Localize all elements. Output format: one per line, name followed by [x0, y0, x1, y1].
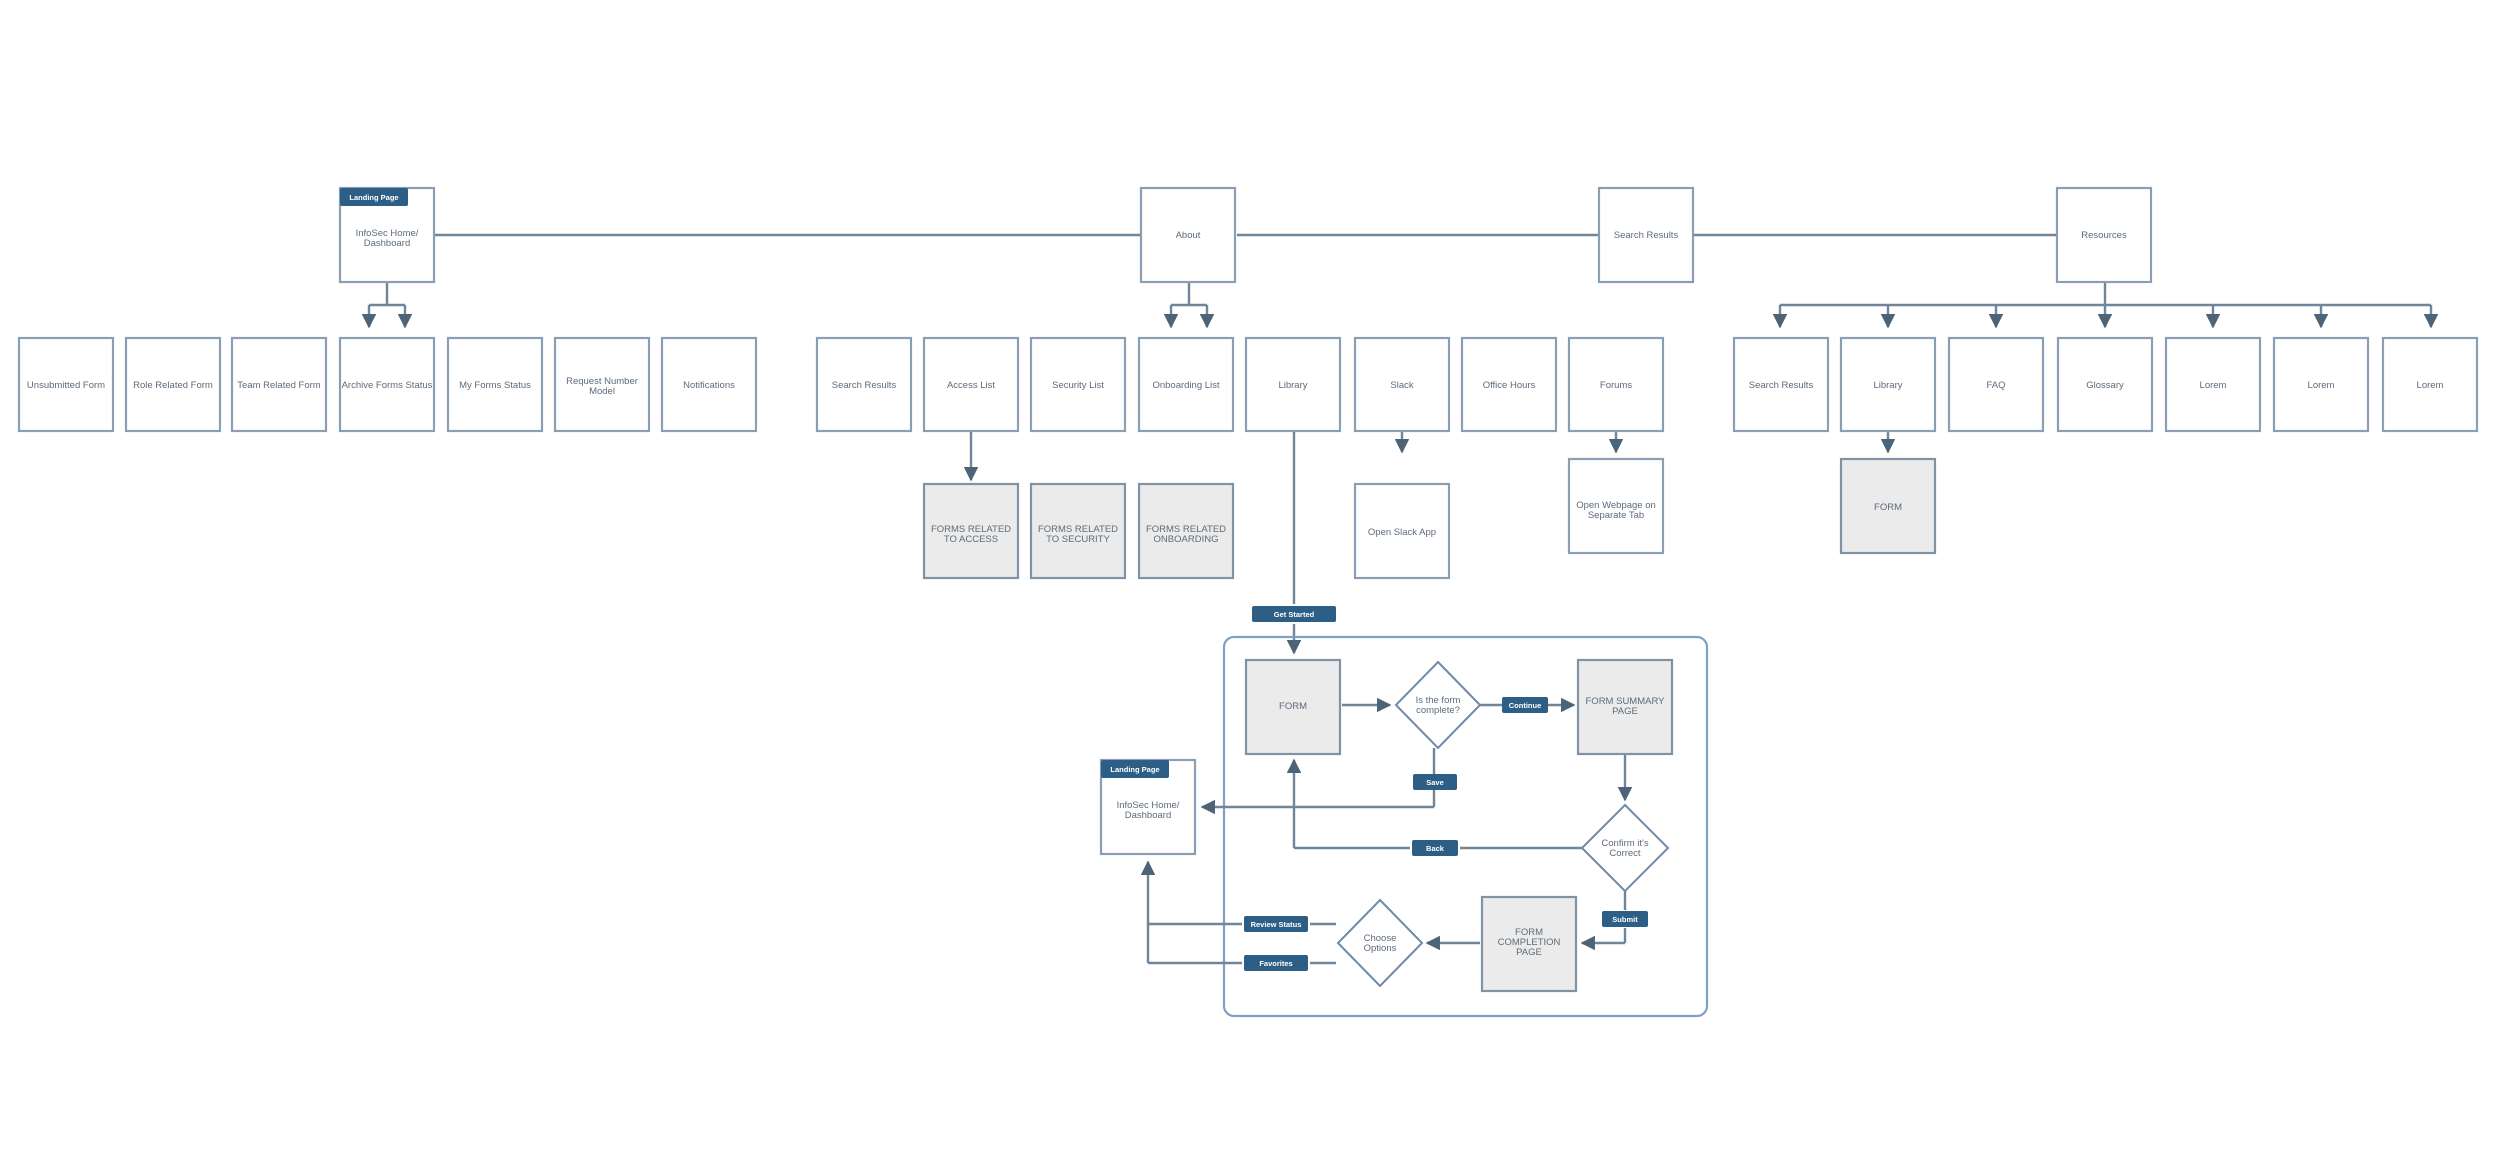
svg-text:Access List: Access List	[947, 380, 995, 391]
my-forms-status-node[interactable]: My Forms Status	[446, 336, 544, 433]
svg-text:Continue: Continue	[1509, 701, 1542, 710]
svg-text:Submit: Submit	[1612, 915, 1638, 924]
resources-node[interactable]: Resources	[2055, 186, 2153, 284]
landing-page-tag: Landing Page	[340, 188, 408, 206]
role-related-form-node[interactable]: Role Related Form	[124, 336, 222, 433]
archive-forms-status-node[interactable]: Archive Forms Status	[338, 336, 436, 433]
search-results-node[interactable]: Search Results	[1597, 186, 1695, 284]
svg-text:Lorem: Lorem	[2417, 380, 2444, 391]
notifications-node[interactable]: Notifications	[660, 336, 758, 433]
submit-tag[interactable]: Submit	[1602, 911, 1648, 927]
svg-text:Office Hours: Office Hours	[1483, 380, 1536, 391]
svg-text:Team Related Form: Team Related Form	[237, 380, 321, 391]
svg-text:Library: Library	[1278, 380, 1307, 391]
security-list-node[interactable]: Security List	[1029, 336, 1127, 433]
slack-node[interactable]: Slack	[1353, 336, 1451, 433]
svg-text:Security List: Security List	[1052, 380, 1104, 391]
top-connectors	[361, 233, 2439, 655]
svg-text:Onboarding List: Onboarding List	[1152, 380, 1219, 391]
about-library-node[interactable]: Library	[1244, 336, 1342, 433]
svg-text:Notifications: Notifications	[683, 380, 735, 391]
lorem-node-3[interactable]: Lorem	[2381, 336, 2479, 433]
svg-text:FORM: FORM	[1279, 701, 1307, 712]
svg-text:Search Results: Search Results	[832, 380, 897, 391]
lorem-node-1[interactable]: Lorem	[2164, 336, 2262, 433]
svg-text:InfoSec Home/Dashboard: InfoSec Home/Dashboard	[1117, 800, 1180, 821]
svg-text:Glossary: Glossary	[2086, 380, 2124, 391]
svg-text:Review Status: Review Status	[1251, 920, 1302, 929]
continue-tag[interactable]: Continue	[1502, 697, 1548, 713]
res-form-node[interactable]: FORM	[1839, 457, 1937, 555]
svg-text:Get Started: Get Started	[1274, 610, 1315, 619]
svg-text:Slack: Slack	[1390, 380, 1413, 391]
back-tag[interactable]: Back	[1412, 840, 1458, 856]
svg-text:Landing Page: Landing Page	[349, 193, 398, 202]
svg-text:FAQ: FAQ	[1986, 380, 2005, 391]
svg-text:Search Results: Search Results	[1614, 230, 1679, 241]
flow-landing-page-tag: Landing Page	[1101, 760, 1169, 778]
glossary-node[interactable]: Glossary	[2056, 336, 2154, 433]
svg-text:Unsubmitted Form: Unsubmitted Form	[27, 380, 105, 391]
open-slack-app-node[interactable]: Open Slack App	[1353, 482, 1451, 580]
svg-text:About: About	[1176, 230, 1201, 241]
get-started-tag[interactable]: Get Started	[1252, 606, 1336, 622]
team-related-form-node[interactable]: Team Related Form	[230, 336, 328, 433]
res-library-node[interactable]: Library	[1839, 336, 1937, 433]
svg-text:Role Related Form: Role Related Form	[133, 380, 213, 391]
onboarding-list-node[interactable]: Onboarding List	[1137, 336, 1235, 433]
favorites-tag[interactable]: Favorites	[1244, 955, 1308, 971]
forums-node[interactable]: Forums	[1567, 336, 1665, 433]
svg-text:Resources: Resources	[2081, 230, 2127, 241]
flow-connectors	[1140, 697, 1633, 965]
svg-text:Forums: Forums	[1600, 380, 1632, 391]
about-node[interactable]: About	[1139, 186, 1237, 284]
access-list-node[interactable]: Access List	[922, 336, 1020, 433]
office-hours-node[interactable]: Office Hours	[1460, 336, 1558, 433]
flow-form-node[interactable]: FORM	[1244, 658, 1342, 756]
faq-node[interactable]: FAQ	[1947, 336, 2045, 433]
save-tag[interactable]: Save	[1413, 774, 1457, 790]
svg-text:Favorites: Favorites	[1259, 959, 1292, 968]
svg-text:Search Results: Search Results	[1749, 380, 1814, 391]
unsubmitted-form-node[interactable]: Unsubmitted Form	[17, 336, 115, 433]
svg-text:Library: Library	[1873, 380, 1902, 391]
svg-text:Open Slack App: Open Slack App	[1368, 527, 1436, 538]
svg-text:InfoSec Home/Dashboard: InfoSec Home/Dashboard	[356, 228, 419, 249]
svg-text:Lorem: Lorem	[2200, 380, 2227, 391]
form-flow-frame	[1222, 635, 1709, 1018]
svg-text:Save: Save	[1426, 778, 1444, 787]
svg-text:Archive Forms Status: Archive Forms Status	[342, 380, 433, 391]
about-search-results-node[interactable]: Search Results	[815, 336, 913, 433]
svg-text:My Forms Status: My Forms Status	[459, 380, 531, 391]
review-status-tag[interactable]: Review Status	[1244, 916, 1308, 932]
res-search-results-node[interactable]: Search Results	[1732, 336, 1830, 433]
svg-text:Lorem: Lorem	[2308, 380, 2335, 391]
svg-text:FORM: FORM	[1874, 502, 1902, 513]
svg-text:Back: Back	[1426, 844, 1445, 853]
svg-text:Landing Page: Landing Page	[1110, 765, 1159, 774]
lorem-node-2[interactable]: Lorem	[2272, 336, 2370, 433]
